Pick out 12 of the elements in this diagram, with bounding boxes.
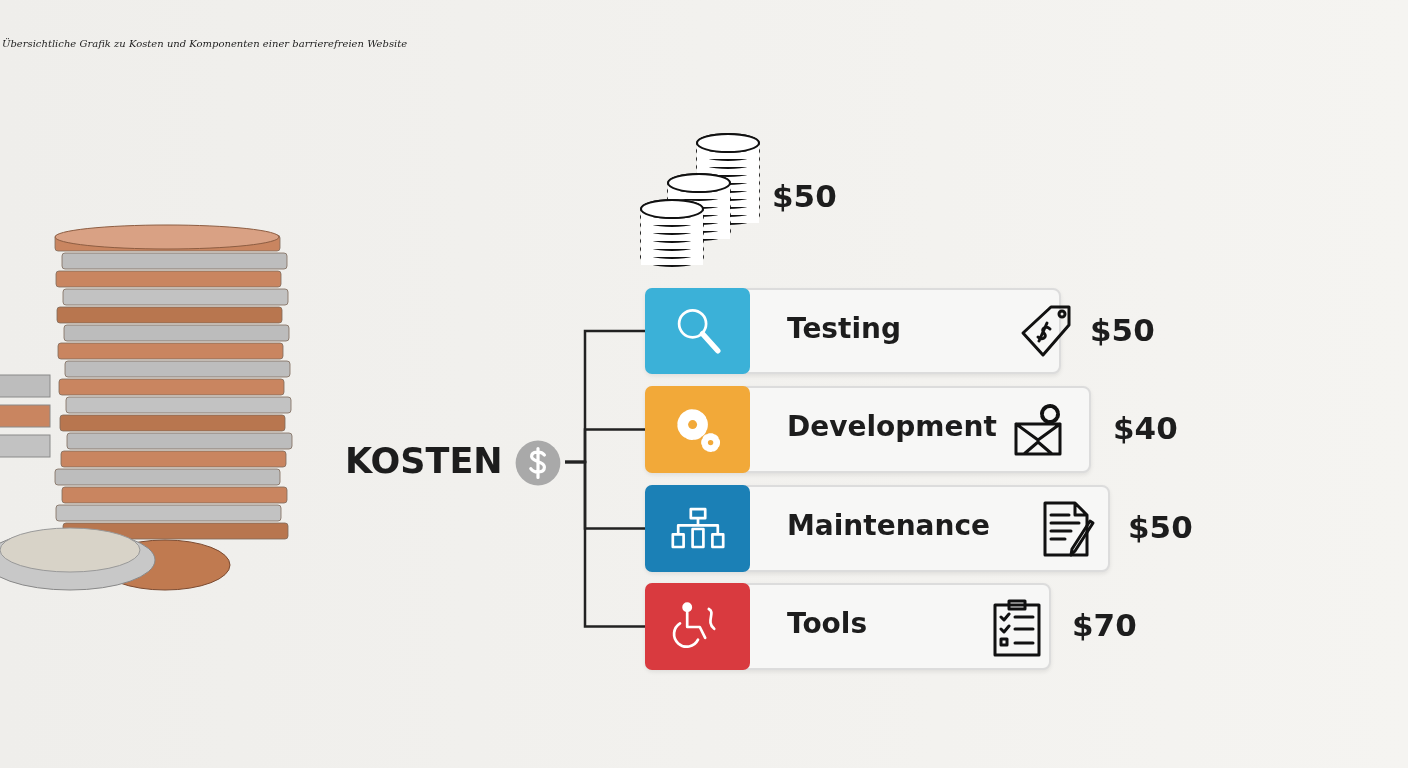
- component-label: Development: [787, 410, 997, 443]
- heading-text: KOSTEN: [345, 441, 503, 481]
- price-label: $50: [1128, 509, 1193, 545]
- price-label: $50: [772, 178, 837, 214]
- price-label: $40: [1113, 410, 1178, 446]
- component-label: Tools: [787, 607, 868, 640]
- component-label: Testing: [787, 312, 901, 345]
- connector-line: [565, 460, 645, 628]
- price-label: $50: [1090, 312, 1155, 348]
- price-label: $70: [1072, 607, 1137, 643]
- caption-text: Übersichtliche Grafik zu Kosten und Komponenten einer barrierefreien Website: [2, 38, 408, 49]
- component-label: Maintenance: [787, 509, 990, 542]
